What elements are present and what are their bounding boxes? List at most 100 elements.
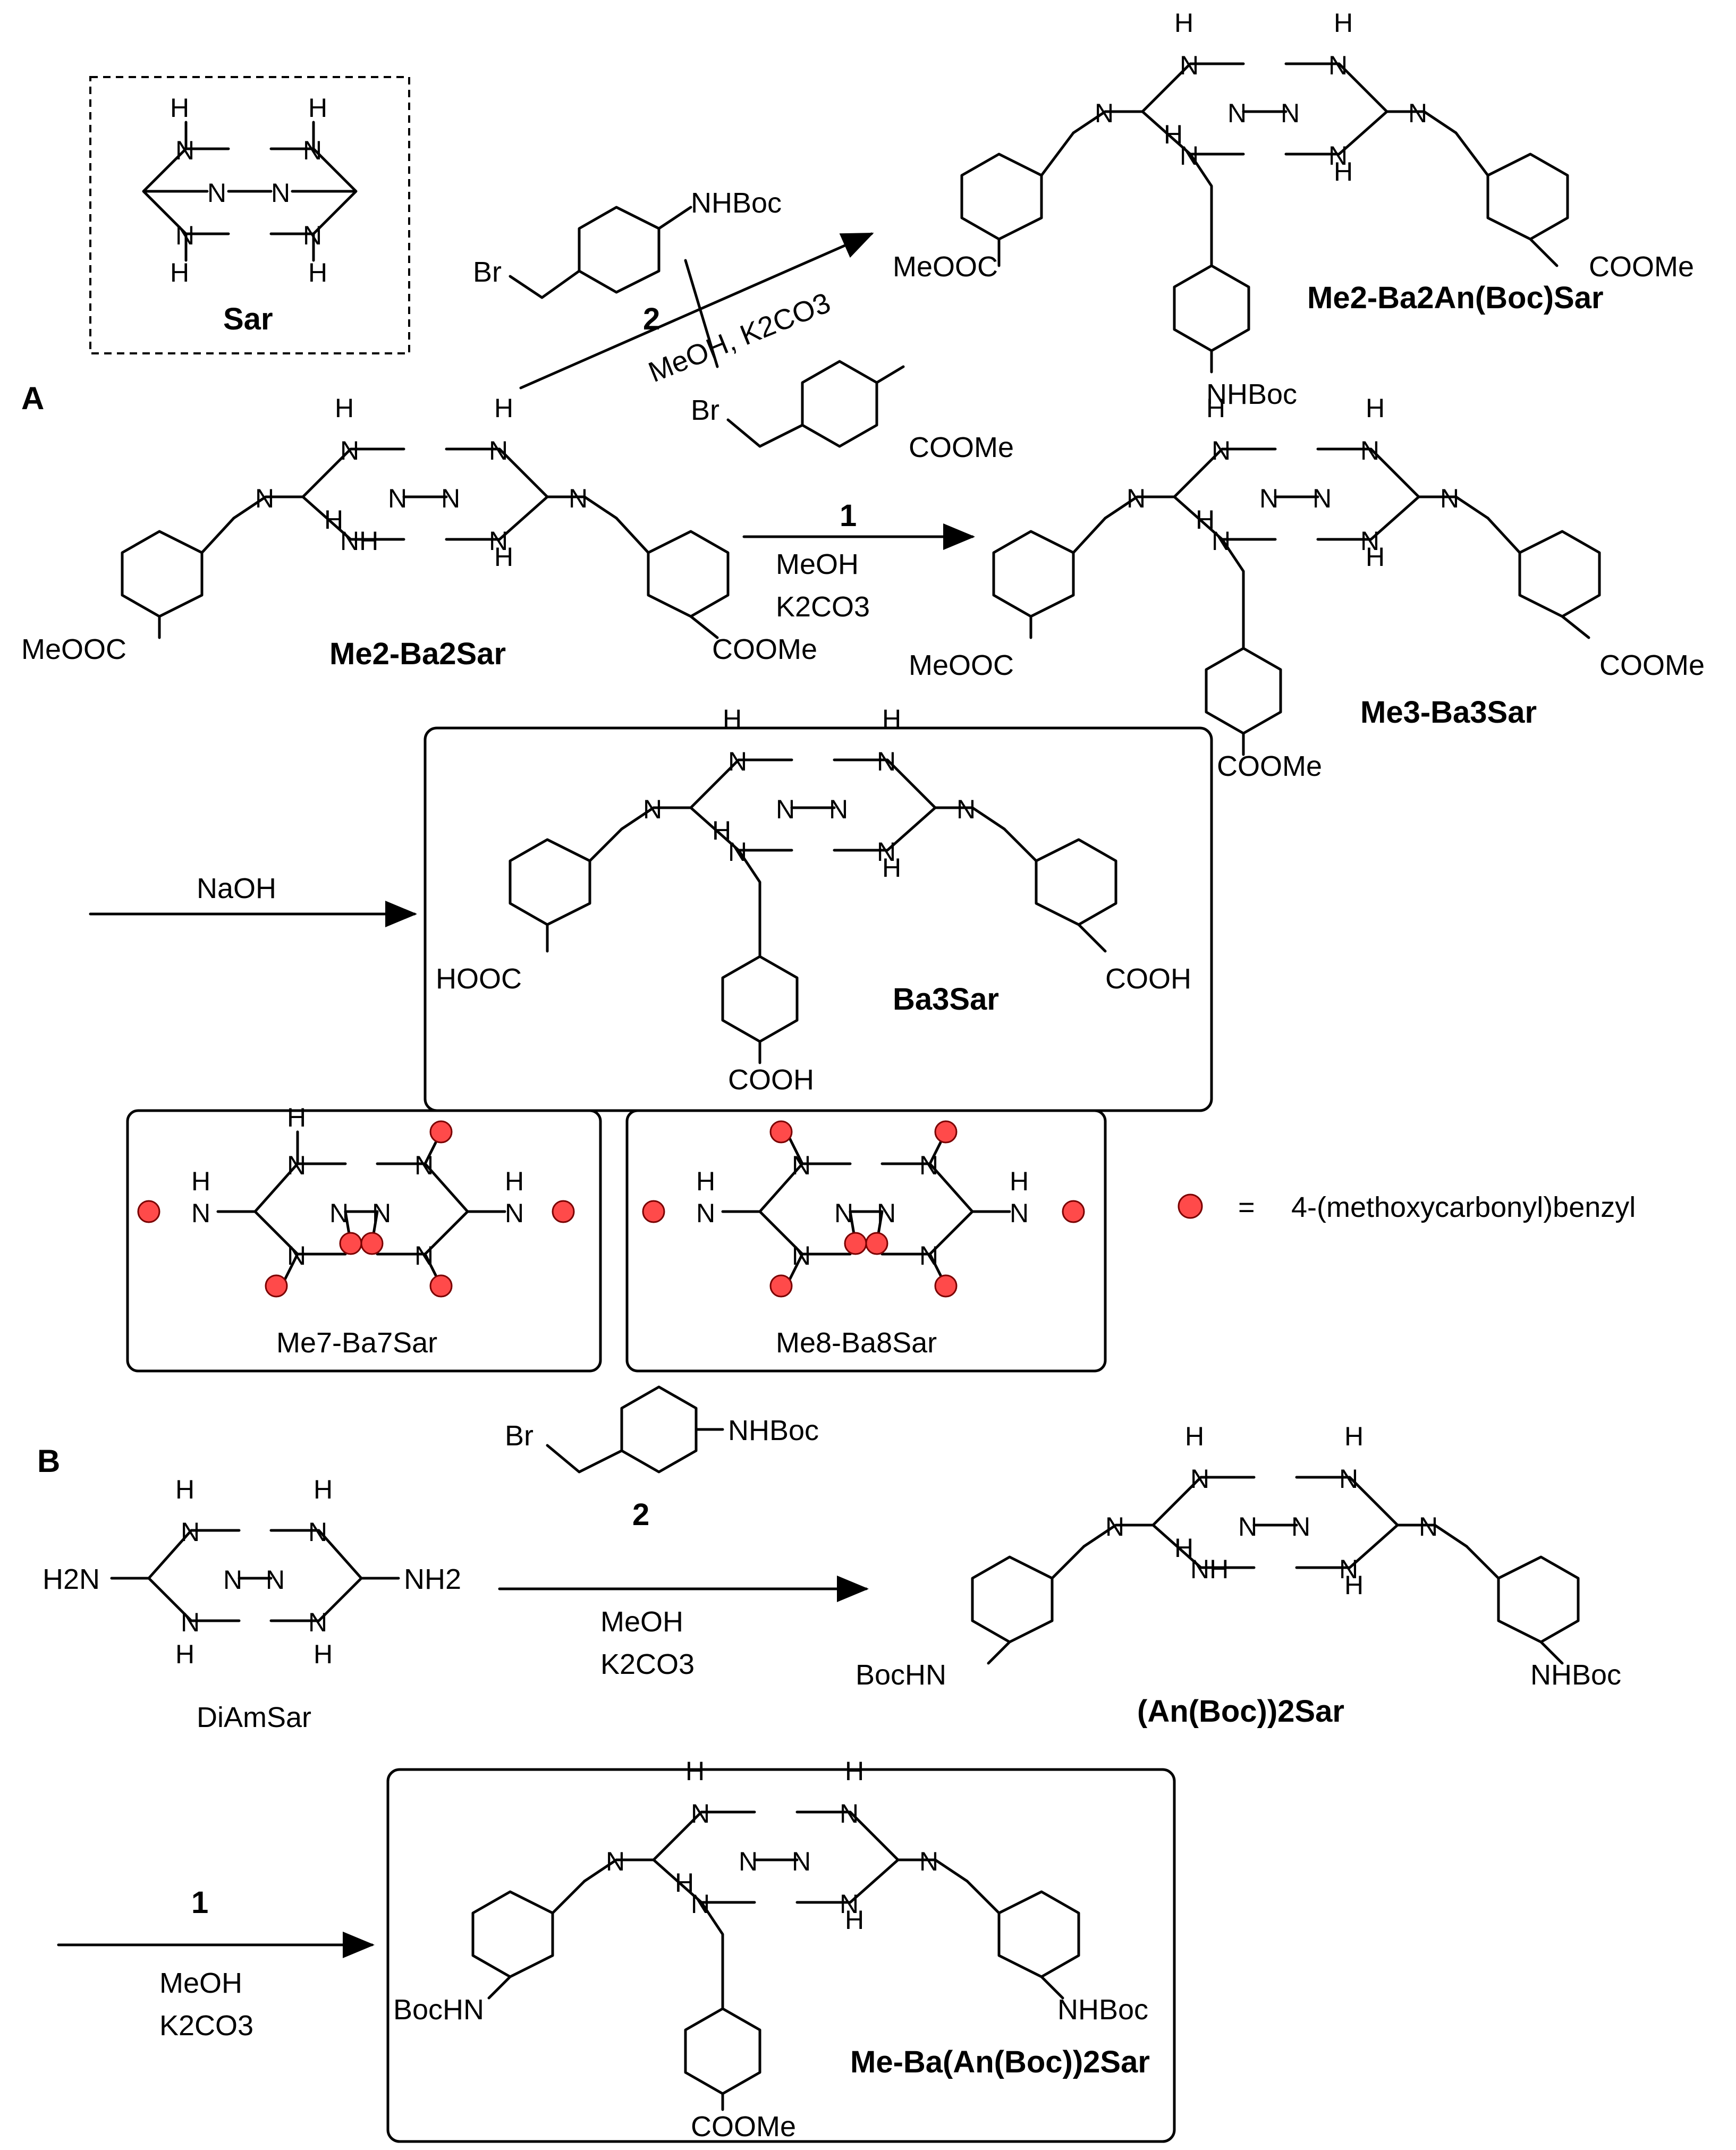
svg-text:N: N (1259, 484, 1278, 513)
svg-text:H: H (1185, 1421, 1204, 1451)
anboc2-rings (971, 1545, 1580, 1665)
svg-text:N: N (1312, 484, 1332, 513)
svg-text:N: N (175, 221, 194, 250)
svg-text:N: N (207, 178, 226, 208)
me8ba8-substituent-balls (642, 1120, 1085, 1298)
svg-text:H: H (175, 1475, 194, 1504)
conditions-b2-base: K2CO3 (159, 2010, 253, 2042)
svg-text:H: H (314, 1639, 333, 1669)
conditions-b2-solvent: MeOH (159, 1967, 242, 1999)
svg-text:N: N (271, 178, 290, 208)
svg-text:N: N (776, 794, 795, 824)
svg-text:N: N (1291, 1512, 1310, 1542)
svg-text:NH: NH (340, 526, 378, 556)
ba3sar-box (424, 726, 1213, 1112)
ba3-rings (509, 827, 1117, 1064)
svg-text:N: N (1180, 141, 1199, 171)
svg-text:COOMe: COOMe (909, 431, 1014, 463)
svg-text:N: N (1127, 484, 1146, 513)
me8ba8-box (625, 1109, 1107, 1373)
svg-text:H: H (1334, 157, 1353, 187)
svg-text:N: N (308, 1517, 327, 1547)
svg-text:N: N (175, 136, 194, 165)
diamsar-amine-left: H2N (43, 1563, 100, 1595)
svg-text:N: N (329, 1198, 349, 1228)
svg-text:N: N (1281, 98, 1300, 128)
anboc2-nhboc: NHBoc (1530, 1659, 1621, 1691)
compound-label-me8ba8: Me8-Ba8Sar (776, 1327, 937, 1359)
svg-text:N: N (489, 436, 508, 465)
compound-label-anboc2: (An(Boc))2Sar (1137, 1694, 1344, 1729)
svg-text:NH: NH (1190, 1554, 1229, 1584)
me3ba3-ester-left: MeOOC (909, 649, 1014, 681)
svg-text:H: H (1196, 505, 1215, 535)
ba3-acid-right: COOH (1105, 963, 1191, 995)
svg-text:H: H (685, 1756, 705, 1786)
svg-text:N: N (287, 1241, 306, 1271)
svg-text:H: H (1366, 542, 1385, 572)
svg-text:N: N (414, 1150, 434, 1180)
compound-label-me2ba2: Me2-Ba2Sar (329, 637, 506, 671)
svg-text:N: N (1339, 1554, 1358, 1584)
svg-text:N: N (696, 1198, 715, 1228)
svg-text:N: N (308, 1607, 327, 1637)
svg-text:N: N (840, 1889, 859, 1919)
compound-label-meba-anboc2: Me-Ba(An(Boc))2Sar (850, 2045, 1150, 2079)
svg-text:N: N (340, 436, 359, 465)
svg-text:H: H (175, 1639, 194, 1669)
svg-text:H: H (1344, 1570, 1364, 1600)
svg-text:N: N (739, 1847, 758, 1876)
svg-text:N: N (877, 747, 896, 776)
svg-text:N: N (1227, 98, 1247, 128)
section-label-b: B (37, 1443, 60, 1479)
svg-text:H: H (170, 258, 189, 287)
legend: = 4-(methoxycarbonyl)benzyl (1178, 1191, 1636, 1223)
compound-label-me2ba2an: Me2-Ba2An(Boc)Sar (1307, 281, 1604, 315)
svg-text:N: N (1105, 1512, 1124, 1542)
meba-anboc2-nhboc: NHBoc (1057, 1994, 1148, 2026)
svg-text:Br: Br (691, 394, 719, 426)
svg-text:N: N (606, 1847, 625, 1876)
conditions-naoh: NaOH (197, 873, 276, 904)
reagent-2-structure-top: Br NHBoc (473, 187, 782, 299)
anboc2-bochn: BocHN (856, 1659, 946, 1691)
svg-text:N: N (287, 1150, 306, 1180)
svg-text:N: N (691, 1889, 710, 1919)
svg-text:N: N (1360, 526, 1379, 556)
svg-text:N: N (1339, 1464, 1358, 1494)
svg-text:N: N (792, 1241, 811, 1271)
svg-text:N: N (372, 1198, 391, 1228)
legend-equals: = (1238, 1191, 1255, 1223)
svg-text:N: N (792, 1847, 811, 1876)
reagent-2-label-b: 2 (632, 1497, 649, 1532)
svg-text:N: N (919, 1241, 938, 1271)
me2ba2an-ester-right: COOMe (1589, 251, 1694, 283)
svg-text:H: H (335, 393, 354, 423)
svg-text:N: N (441, 484, 460, 513)
svg-text:H: H (1344, 1421, 1364, 1451)
svg-text:N: N (223, 1565, 242, 1595)
conditions-top: MeOH, K2CO3 (644, 286, 835, 388)
svg-text:N: N (877, 1198, 896, 1228)
svg-text:N: N (1180, 50, 1199, 80)
svg-text:H: H (723, 704, 742, 734)
reagent-1-structure: Br COOMe (691, 360, 1014, 463)
compound-label-diamsar: DiAmSar (197, 1702, 311, 1733)
svg-text:H: H (324, 505, 343, 535)
reagent-2-label-top: 2 (643, 302, 660, 336)
svg-text:H: H (1164, 120, 1183, 149)
compound-label-ba3: Ba3Sar (893, 982, 999, 1017)
svg-text:H: H (1334, 8, 1353, 38)
svg-text:N: N (505, 1198, 524, 1228)
sar-dashed-box (89, 76, 410, 354)
svg-text:N: N (1212, 436, 1231, 465)
svg-text:N: N (956, 794, 976, 824)
svg-text:H: H (1174, 1533, 1193, 1563)
compound-label-me7ba7: Me7-Ba7Sar (276, 1327, 437, 1359)
svg-text:H: H (170, 93, 189, 123)
me7ba7-substituent-balls (137, 1120, 575, 1298)
svg-text:H: H (287, 1103, 306, 1132)
